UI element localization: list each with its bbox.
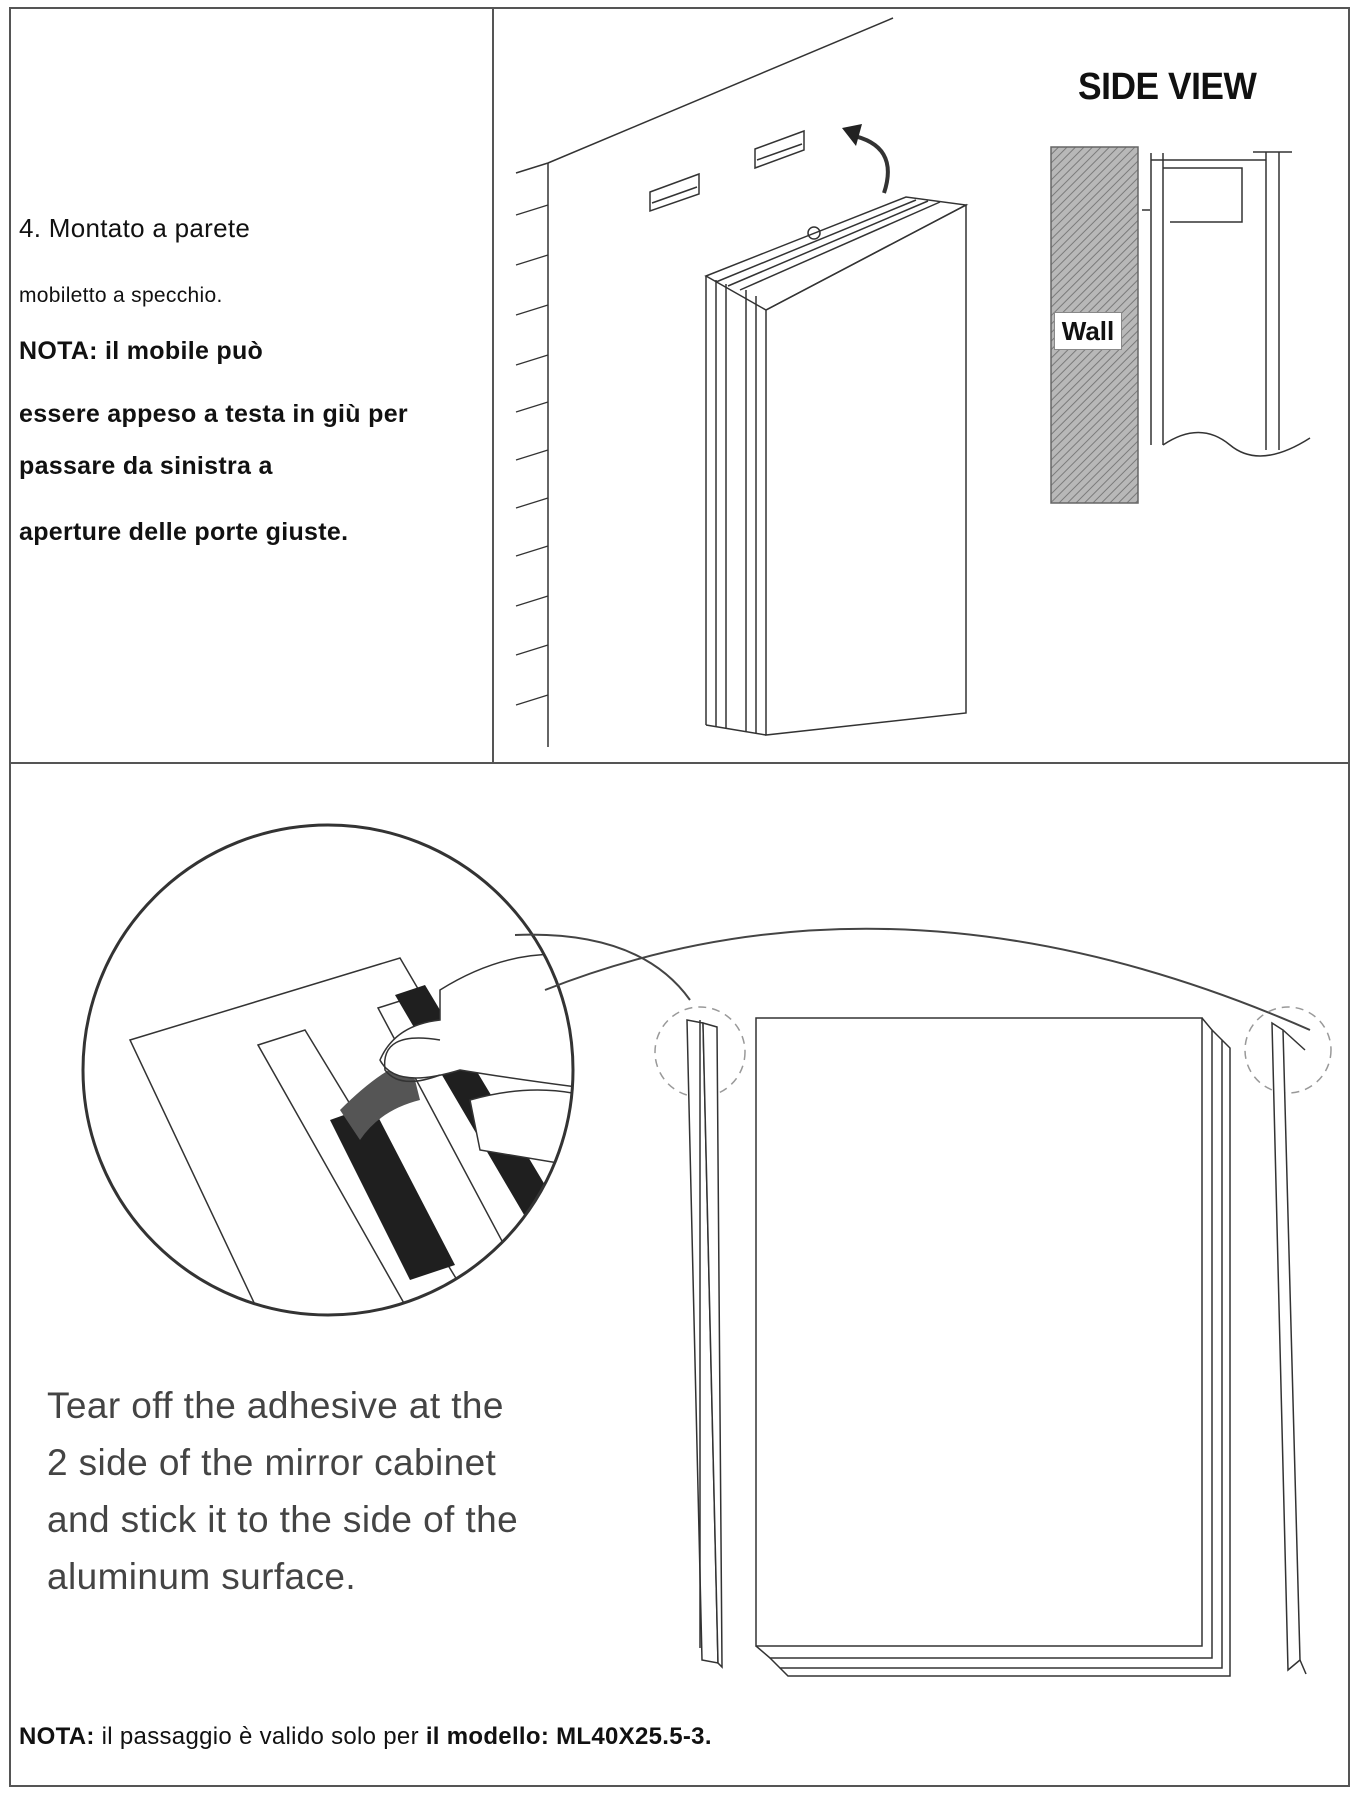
- note-line-4: aperture delle porte giuste.: [19, 518, 349, 546]
- adhesive-instruction: Tear off the adhesive at the 2 side of t…: [47, 1377, 518, 1605]
- adhesive-line-1: Tear off the adhesive at the: [47, 1385, 504, 1426]
- step-subtitle: mobiletto a specchio.: [19, 284, 223, 307]
- wall-label: Wall: [1054, 312, 1122, 350]
- footer-label: NOTA:: [19, 1723, 95, 1750]
- footer-note: NOTA: il passaggio è valido solo per il …: [19, 1723, 712, 1751]
- note-line-2: essere appeso a testa in giù per: [19, 400, 408, 428]
- detail-circle-right: [1244, 1006, 1332, 1094]
- adhesive-line-2: 2 side of the mirror cabinet: [47, 1442, 497, 1483]
- footer-model-label: il modello:: [425, 1723, 550, 1750]
- adhesive-line-4: aluminum surface.: [47, 1556, 357, 1597]
- footer-model: ML40X25.5-3.: [556, 1723, 712, 1750]
- note-line-1: NOTA: il mobile può: [19, 337, 264, 365]
- instruction-sheet: [9, 7, 1350, 1787]
- wall-bracket-icon: [649, 129, 805, 213]
- note-line-3: passare da sinistra a: [19, 452, 273, 480]
- mirror-cabinet-perspective: [704, 196, 969, 736]
- curved-arrow-icon: [842, 124, 890, 194]
- footer-text: il passaggio è valido solo per: [101, 1723, 419, 1750]
- section-divider: [11, 762, 1348, 764]
- column-divider: [492, 9, 494, 762]
- step-title: 4. Montato a parete: [19, 213, 251, 243]
- side-view-title: SIDE VIEW: [1078, 66, 1257, 108]
- adhesive-line-3: and stick it to the side of the: [47, 1499, 519, 1540]
- wall-mount-illustration: [515, 17, 969, 747]
- mirror-cabinet-front: [686, 1017, 1307, 1677]
